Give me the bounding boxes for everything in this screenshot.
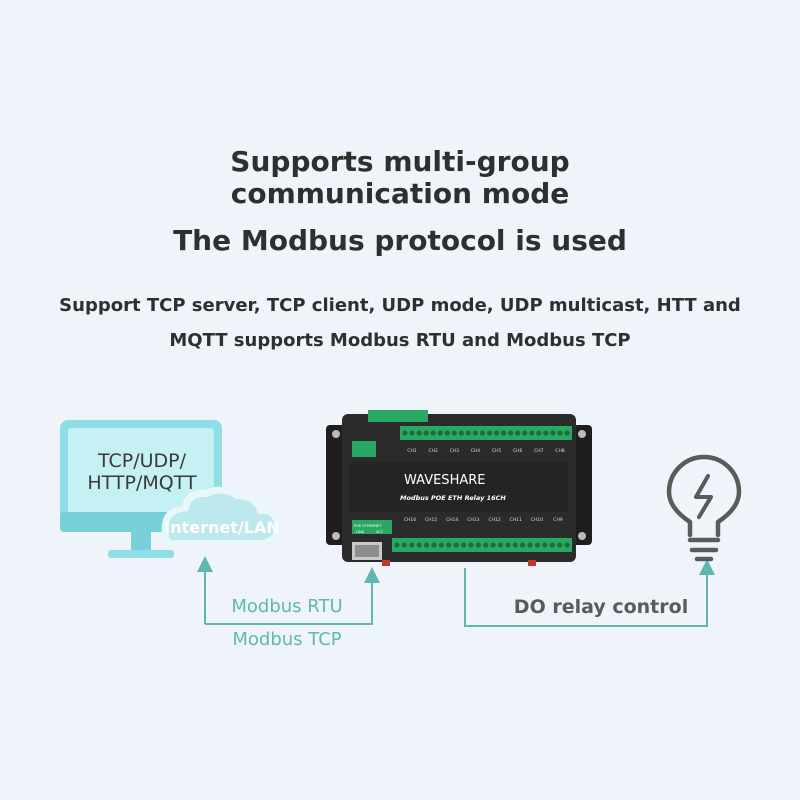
channel-label: CH2 <box>428 448 438 454</box>
cloud-label: Internet/LAN <box>164 518 279 537</box>
terminal-screw <box>542 542 548 548</box>
terminal-screw <box>534 542 541 548</box>
terminal-screw <box>423 542 430 548</box>
terminal-screw <box>512 542 518 548</box>
terminal-screw <box>416 542 422 548</box>
terminal-screw <box>557 430 563 436</box>
terminal-screw <box>394 542 400 548</box>
terminal-screw <box>529 430 535 436</box>
device-led-link: LINK <box>356 530 365 534</box>
light-bulb-icon <box>666 454 742 562</box>
relay-control-line <box>464 559 715 627</box>
terminal-screw <box>486 430 493 436</box>
link-do-relay-control: DO relay control <box>514 596 688 618</box>
channel-label: CH12 <box>488 517 500 523</box>
terminal-screw <box>453 542 459 548</box>
terminal-screw <box>515 430 521 436</box>
terminal-screw <box>520 542 526 548</box>
terminal-screw <box>409 542 415 548</box>
channel-label: CH11 <box>510 517 522 523</box>
channel-label: CH14 <box>446 517 458 523</box>
terminal-screw <box>472 430 479 436</box>
bottom-terminal-screws <box>394 542 570 548</box>
terminal-screw <box>490 542 496 548</box>
terminal-screw <box>508 430 514 436</box>
terminal-screw <box>536 430 542 436</box>
channel-label: CH8 <box>555 448 565 454</box>
terminal-screw <box>401 542 407 548</box>
screen-protocol-line-1: TCP/UDP/ <box>97 450 187 472</box>
screen-protocol-line-2: HTTP/MQTT <box>87 472 197 494</box>
device-brand: WAVESHARE <box>404 473 485 488</box>
terminal-screw <box>549 542 555 548</box>
terminal-screw <box>402 430 408 436</box>
terminal-screw <box>468 542 474 548</box>
terminal-screw <box>458 430 464 436</box>
device-model: Modbus POE ETH Relay 16CH <box>400 494 506 502</box>
terminal-screw <box>431 542 437 548</box>
terminal-screw <box>483 542 489 548</box>
terminal-screw <box>430 430 436 436</box>
channel-label: CH16 <box>404 517 416 523</box>
terminal-screw <box>501 430 507 436</box>
terminal-screw <box>497 542 504 548</box>
top-terminal-screws <box>402 430 570 436</box>
terminal-screw <box>564 430 570 436</box>
terminal-screw <box>479 430 486 436</box>
bottom-channel-labels: CH16 CH15 CH14 CH13 CH12 CH11 CH10 CH9 <box>404 517 563 523</box>
terminal-screw <box>446 542 452 548</box>
terminal-screw <box>493 430 500 436</box>
channel-label: CH5 <box>492 448 502 454</box>
terminal-screw <box>550 430 556 436</box>
channel-label: CH6 <box>513 448 523 454</box>
top-channel-labels: CH1 CH2 CH3 CH4 CH5 CH6 CH7 CH8 <box>407 448 565 454</box>
channel-label: CH3 <box>450 448 460 454</box>
description-line-1: Support TCP server, TCP client, UDP mode… <box>59 295 741 316</box>
terminal-screw <box>409 430 415 436</box>
terminal-screw <box>527 542 533 548</box>
cloud-icon <box>161 486 281 544</box>
headline-line-1: Supports multi-group <box>230 145 570 178</box>
channel-label: CH10 <box>531 517 543 523</box>
channel-label: CH1 <box>407 448 417 454</box>
link-modbus-rtu: Modbus RTU <box>231 596 342 617</box>
channel-label: CH7 <box>534 448 544 454</box>
channel-label: CH15 <box>425 517 437 523</box>
terminal-screw <box>451 430 457 436</box>
headline-line-2: communication mode <box>230 177 570 210</box>
terminal-screw <box>416 430 422 436</box>
channel-label: CH9 <box>553 517 563 523</box>
terminal-screw <box>437 430 443 436</box>
terminal-screw <box>505 542 511 548</box>
terminal-screw <box>444 430 450 436</box>
headline-protocol: The Modbus protocol is used <box>173 224 627 257</box>
description-line-2: MQTT supports Modbus RTU and Modbus TCP <box>169 330 631 351</box>
terminal-screw <box>423 430 429 436</box>
device-led-act: ACT <box>376 530 384 534</box>
channel-label: CH13 <box>467 517 479 523</box>
terminal-screw <box>557 542 563 548</box>
terminal-screw <box>522 430 528 436</box>
device-port-label: POE ETHERNET <box>354 524 382 528</box>
terminal-screw <box>460 542 467 548</box>
link-modbus-tcp: Modbus TCP <box>232 629 341 650</box>
terminal-screw <box>543 430 549 436</box>
terminal-screw <box>465 430 471 436</box>
terminal-screw <box>475 542 481 548</box>
terminal-screw <box>564 542 570 548</box>
terminal-screw <box>438 542 444 548</box>
modbus-link-line <box>197 556 380 625</box>
modbus-relay-device-icon <box>326 410 592 566</box>
channel-label: CH4 <box>471 448 481 454</box>
